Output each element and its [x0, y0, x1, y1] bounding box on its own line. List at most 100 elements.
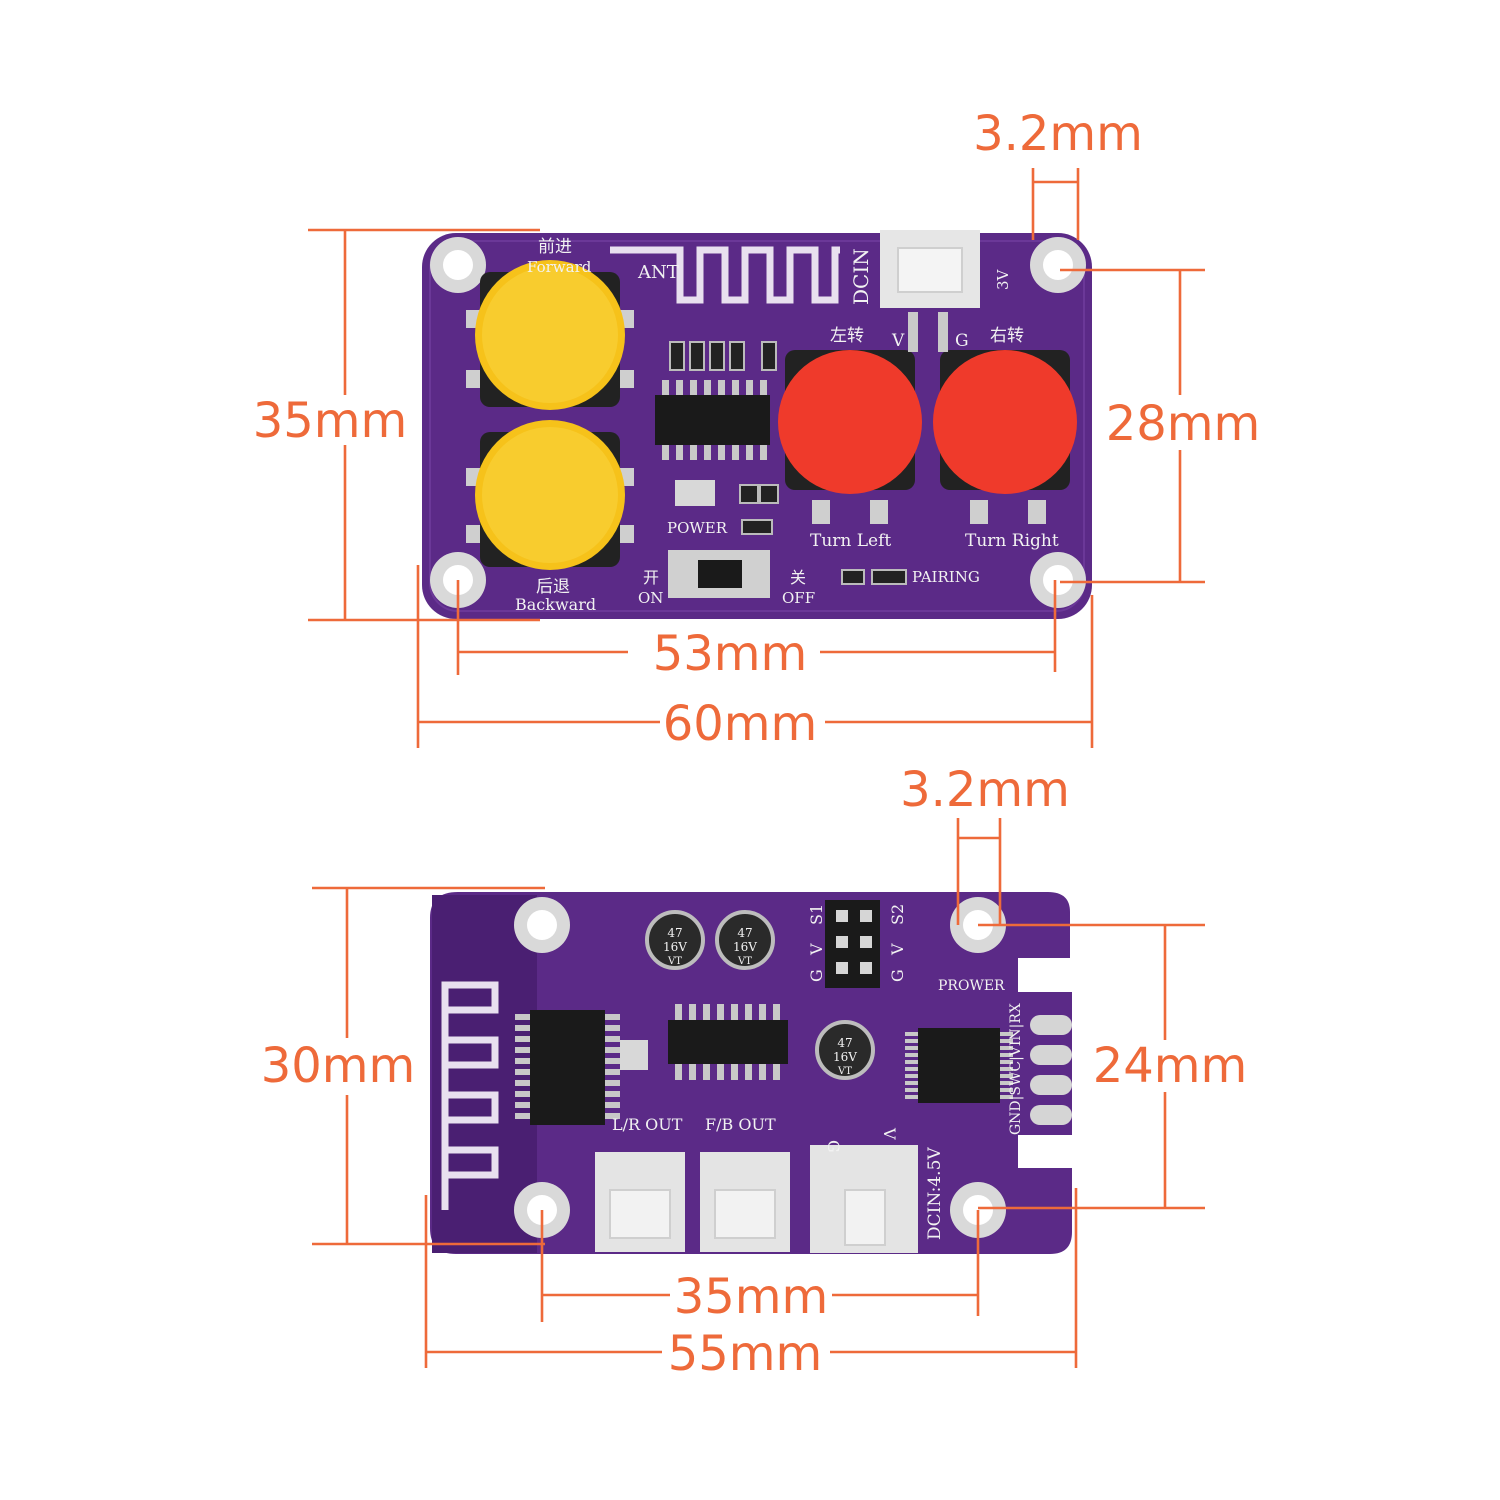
ic-pin [689, 1064, 696, 1080]
ic-pin [605, 1102, 620, 1108]
power-switch[interactable] [668, 550, 770, 598]
ic-pin [760, 380, 767, 395]
header-pin [836, 962, 848, 974]
bottom-ic-middle [668, 1004, 788, 1080]
ic-pin [515, 1014, 530, 1020]
ic-pin [1000, 1088, 1013, 1092]
label-header-g-left: G [807, 969, 826, 982]
svg-text:16V: 16V [663, 940, 687, 954]
bottom-crystal [620, 1040, 648, 1070]
antenna-trace [610, 246, 840, 304]
bottom-dimensions: 3.2mm 30mm 24mm 35mm 55mm [261, 762, 1248, 1382]
ic-pin [905, 1032, 918, 1036]
ic-pin [759, 1064, 766, 1080]
ic-pin [515, 1091, 530, 1097]
ic-pin [675, 1064, 682, 1080]
ic-pin [905, 1060, 918, 1064]
header-pin [860, 962, 872, 974]
label-header-g-right: G [888, 969, 907, 982]
ic-pin [515, 1058, 530, 1064]
ic-pin [746, 445, 753, 460]
header-pin [860, 936, 872, 948]
ic-pin [905, 1046, 918, 1050]
ic-pin [746, 380, 753, 395]
ic-pin [605, 1091, 620, 1097]
label-header-v-left: V [807, 943, 826, 956]
ic-pin [704, 445, 711, 460]
svg-text:VT: VT [667, 956, 682, 967]
label-turn-left-cn: 左转 [830, 326, 864, 346]
ic-pin [773, 1004, 780, 1020]
ic-pin [745, 1004, 752, 1020]
power-led [741, 519, 773, 535]
ic-pin [515, 1036, 530, 1042]
top-dimensions: 3.2mm 35mm 28mm 53mm 60mm [253, 106, 1261, 752]
label-backward-cn: 后退 [536, 577, 570, 597]
label-bottom-dcin: DCIN:4.5V [925, 1147, 945, 1240]
svg-text:VT: VT [737, 956, 752, 967]
dim-top-hole-spacing-horizontal: 53mm [653, 626, 808, 682]
programming-pads [1030, 1015, 1072, 1125]
ic-pin [662, 445, 669, 460]
dim-bottom-hole-diameter: 3.2mm [900, 762, 1070, 818]
svg-text:VT: VT [837, 1066, 852, 1077]
label-prower: PROWER [938, 978, 1005, 994]
label-top-pin-g: G [955, 331, 969, 351]
ic-pin [515, 1025, 530, 1031]
header-pin [836, 910, 848, 922]
top-crystal [675, 480, 715, 506]
ic-pin [605, 1047, 620, 1053]
turn-right-button[interactable] [933, 350, 1077, 524]
label-top-3v: 3V [994, 268, 1012, 290]
dim-top-hole-spacing-vertical: 28mm [1106, 396, 1261, 452]
ic-pin [1000, 1039, 1013, 1043]
lr-out-connector [595, 1152, 685, 1252]
ic-pin [718, 445, 725, 460]
label-lr-out: L/R OUT [612, 1115, 683, 1134]
ic-pin [690, 380, 697, 395]
ic-pin [732, 380, 739, 395]
ic-pin [732, 445, 739, 460]
ic-pin [676, 380, 683, 395]
backward-button[interactable] [466, 420, 634, 570]
top-dcin-connector [880, 230, 980, 352]
ic-pin [675, 1004, 682, 1020]
ic-pin [703, 1004, 710, 1020]
capacitor-3: 47 16V VT [815, 1020, 875, 1080]
label-s2: S2 [888, 904, 907, 925]
ic-pin [905, 1081, 918, 1085]
top-board: 前进 Forward ANT DCIN 3V V G 左转 右转 Turn Le… [422, 230, 1092, 619]
label-turn-right: Turn Right [965, 531, 1059, 551]
ic-pin [676, 445, 683, 460]
label-forward-en: Forward [527, 258, 592, 276]
ic-pin [605, 1058, 620, 1064]
ic-pin [1000, 1053, 1013, 1057]
label-conn-v: V [880, 1127, 899, 1140]
dim-bottom-hole-spacing-vertical: 24mm [1093, 1038, 1248, 1094]
svg-text:16V: 16V [833, 1050, 857, 1064]
ic-pin [704, 380, 711, 395]
ic-pin [1000, 1095, 1013, 1099]
forward-button[interactable] [466, 260, 634, 410]
ic-pin [717, 1064, 724, 1080]
ic-pin [605, 1036, 620, 1042]
ic-pin [662, 380, 669, 395]
svg-text:16V: 16V [733, 940, 757, 954]
ic-pin [689, 1004, 696, 1020]
turn-left-button[interactable] [778, 350, 922, 524]
dim-top-height: 35mm [253, 393, 408, 449]
dim-bottom-width: 55mm [668, 1326, 823, 1382]
ic-pin [905, 1074, 918, 1078]
ic-pin [605, 1080, 620, 1086]
label-on-cn: 开 [643, 568, 659, 587]
svg-text:47: 47 [667, 926, 682, 940]
label-backward-en: Backward [515, 595, 596, 614]
ic-pin [1000, 1067, 1013, 1071]
top-resistor-array [669, 341, 777, 371]
dim-bottom-hole-spacing-horizontal: 35mm [674, 1269, 829, 1325]
ic-pin [515, 1069, 530, 1075]
label-header-v-right: V [888, 943, 907, 956]
pin-header [825, 900, 880, 988]
